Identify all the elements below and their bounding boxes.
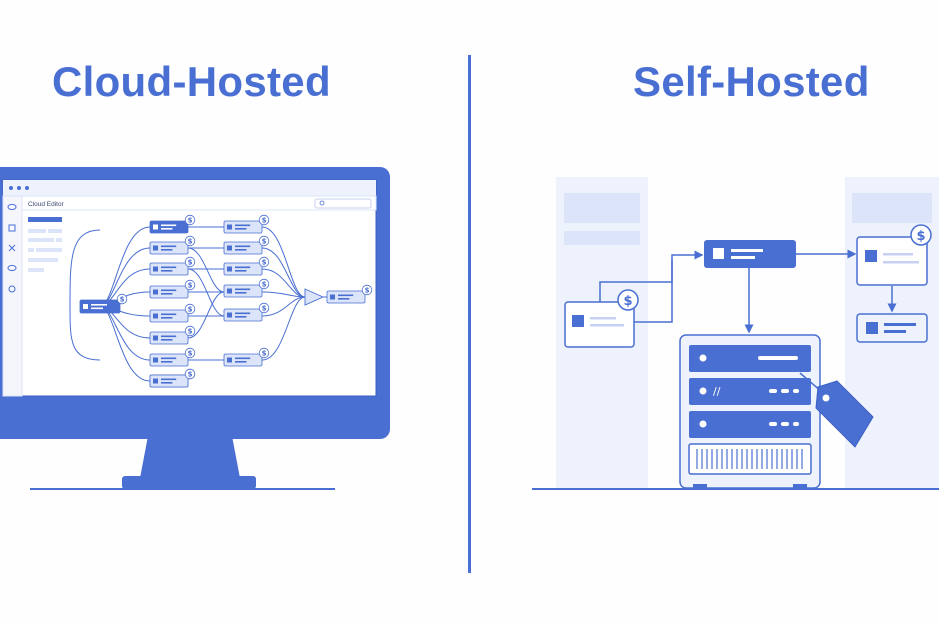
dollar-symbol: $ (623, 294, 632, 309)
editor-node-list (28, 217, 62, 272)
flow-node-stage2-2[interactable]: $ (223, 235, 270, 255)
dollar-symbol: $ (262, 238, 267, 246)
dollar-icon: $ (184, 279, 196, 291)
vent-lines (696, 449, 803, 469)
dollar-icon: $ (184, 214, 196, 226)
flow-node-stage2-4[interactable]: $ (223, 278, 270, 298)
dollar-icon: $ (258, 278, 270, 290)
dollar-icon: $ (184, 235, 196, 247)
server-unit-3 (689, 411, 811, 438)
flow-nodes: $$$$$$$$$$$$$$$$$ (79, 214, 373, 388)
monitor-stand (140, 436, 240, 478)
rack-column-right-block (852, 193, 932, 223)
dollar-symbol: $ (262, 281, 267, 289)
price-tag-icon (799, 372, 874, 448)
dollar-icon: $ (116, 293, 128, 305)
flow-node-stage1-1[interactable]: $ (149, 214, 196, 234)
dollar-symbol: $ (188, 371, 193, 379)
flow-node-source[interactable]: $ (79, 293, 128, 314)
flow-node-stage1-6[interactable]: $ (149, 325, 196, 345)
editor-search-input[interactable] (314, 198, 372, 209)
dollar-symbol: $ (916, 229, 925, 244)
dollar-icon: $ (258, 256, 270, 268)
flow-node-stage1-4[interactable]: $ (149, 279, 196, 299)
dollar-symbol: $ (188, 259, 193, 267)
window-titlebar (3, 180, 376, 196)
dollar-icon: $ (258, 302, 270, 314)
dollar-symbol: $ (262, 305, 267, 313)
dollar-icon: $ (361, 284, 373, 296)
flow-node-stage2-3[interactable]: $ (223, 256, 270, 276)
dollar-icon: $ (184, 303, 196, 315)
dollar-icon: $ (258, 235, 270, 247)
merge-node[interactable] (304, 288, 325, 306)
edit-icon[interactable] (8, 224, 16, 232)
dollar-symbol: $ (188, 238, 193, 246)
server-unit-2-label: // (713, 385, 721, 398)
dollar-symbol: $ (120, 296, 125, 304)
dollar-icon: $ (184, 256, 196, 268)
flow-node-stage1-3[interactable]: $ (149, 256, 196, 276)
window-dot-3[interactable] (25, 186, 29, 190)
flow-node-stage2-1[interactable]: $ (223, 214, 270, 234)
dollar-symbol: $ (188, 282, 193, 290)
flow-node-sink[interactable]: $ (326, 284, 373, 304)
editor-title: Cloud Editor (28, 201, 65, 208)
rack-column-left-block-1 (564, 193, 640, 223)
dollar-symbol: $ (188, 306, 193, 314)
dollar-symbol: $ (262, 259, 267, 267)
window-dot-2[interactable] (17, 186, 21, 190)
flow-node-stage1-5[interactable]: $ (149, 303, 196, 323)
dollar-symbol: $ (262, 217, 267, 225)
server-unit-1 (689, 345, 811, 372)
dollar-icon: $ (258, 347, 270, 359)
network-icon[interactable] (8, 244, 16, 252)
cloud-hosted-title: Cloud-Hosted (52, 58, 331, 105)
editor-sidebar (2, 195, 23, 397)
center-divider (468, 55, 471, 573)
dollar-icon: $ (184, 368, 196, 380)
connector-input-return (634, 260, 673, 323)
hub-node[interactable] (704, 240, 796, 268)
dollar-symbol: $ (262, 350, 267, 358)
server-unit-2 (689, 378, 811, 405)
dollar-icon: $ (184, 347, 196, 359)
dollar-icon: $ (184, 325, 196, 337)
dollar-symbol: $ (188, 217, 193, 225)
dollar-icon (617, 289, 639, 311)
final-node[interactable] (856, 313, 928, 343)
flow-node-stage2-6[interactable]: $ (223, 347, 270, 367)
dollar-symbol: $ (188, 350, 193, 358)
search-icon (319, 200, 325, 206)
monitor-base (122, 476, 256, 489)
self-hosted-title: Self-Hosted (633, 58, 870, 105)
dollar-icon (910, 224, 932, 246)
dollar-icon: $ (258, 214, 270, 226)
editor-window: Cloud Editor (2, 180, 377, 397)
cloud-icon[interactable] (7, 203, 17, 211)
rack-column-left-block-2 (564, 231, 640, 245)
self-hosted-scene: $ $ // (532, 177, 939, 490)
window-dot-1[interactable] (9, 186, 13, 190)
flow-node-stage1-7[interactable]: $ (149, 347, 196, 367)
dollar-symbol: $ (365, 287, 370, 295)
server-vent (688, 443, 812, 475)
cloud-outline-icon[interactable] (7, 264, 17, 272)
dollar-symbol: $ (188, 328, 193, 336)
flow-node-stage1-2[interactable]: $ (149, 235, 196, 255)
flow-node-stage2-5[interactable]: $ (223, 302, 270, 322)
monitor (0, 167, 390, 490)
hub-node-icon (713, 248, 724, 259)
gear-icon[interactable] (8, 285, 16, 293)
flow-node-stage1-8b[interactable]: $ (149, 368, 196, 388)
